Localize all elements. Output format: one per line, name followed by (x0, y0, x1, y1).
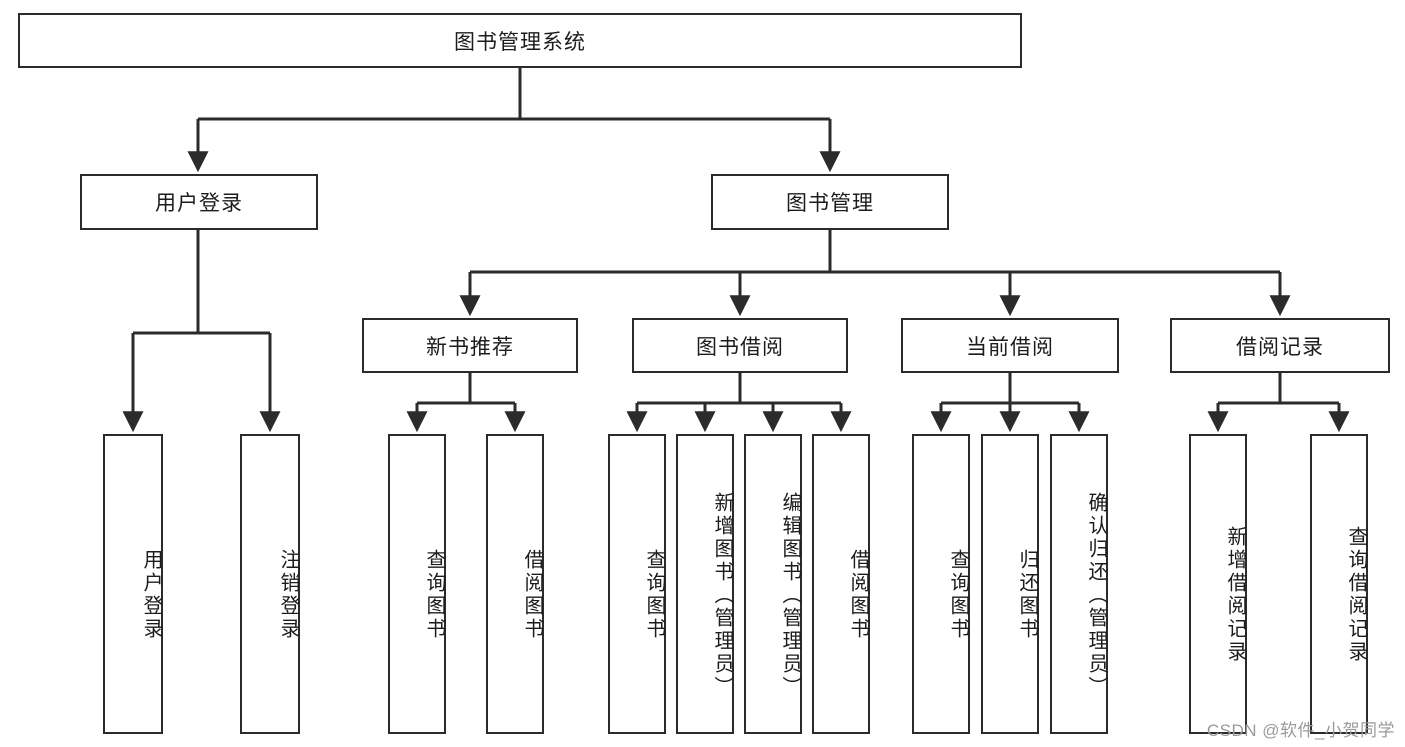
node-current-return-book-label: 归还图书 (1016, 549, 1038, 641)
watermark: CSDN @软件_小贺同学 (1206, 721, 1395, 740)
node-book-manage[interactable]: 图书管理 (711, 174, 949, 230)
node-root[interactable]: 图书管理系统 (18, 13, 1022, 68)
node-borrow-record-label: 借阅记录 (1236, 335, 1324, 359)
node-user-logout-label: 注销登录 (277, 549, 299, 641)
node-root-label: 图书管理系统 (454, 30, 586, 54)
node-book-borrow[interactable]: 图书借阅 (632, 318, 848, 373)
node-borrow-query-book-label: 查询图书 (643, 549, 665, 641)
node-borrow-add-book[interactable]: 新增图书（管理员） (676, 434, 734, 734)
node-borrow-borrow-book[interactable]: 借阅图书 (812, 434, 870, 734)
node-record-query-label: 查询借阅记录 (1345, 526, 1367, 664)
node-borrow-borrow-book-label: 借阅图书 (847, 549, 869, 641)
node-user-login[interactable]: 用户登录 (80, 174, 318, 230)
node-recommend-query-book-label: 查询图书 (423, 549, 445, 641)
node-current-confirm-return-label: 确认归还（管理员） (1085, 491, 1107, 699)
node-borrow-query-book[interactable]: 查询图书 (608, 434, 666, 734)
node-user-login-label: 用户登录 (155, 192, 243, 215)
node-borrow-add-book-label: 新增图书（管理员） (711, 491, 733, 699)
node-book-manage-label: 图书管理 (786, 192, 874, 215)
node-recommend-query-book[interactable]: 查询图书 (388, 434, 446, 734)
node-user-login-action-label: 用户登录 (140, 549, 162, 641)
node-current-confirm-return[interactable]: 确认归还（管理员） (1050, 434, 1108, 734)
node-record-add-label: 新增借阅记录 (1224, 526, 1246, 664)
node-current-query-book-label: 查询图书 (947, 549, 969, 641)
node-recommend-borrow-book-label: 借阅图书 (521, 549, 543, 641)
node-record-query[interactable]: 查询借阅记录 (1310, 434, 1368, 734)
node-new-book-recommend-label: 新书推荐 (426, 335, 514, 359)
node-user-logout[interactable]: 注销登录 (240, 434, 300, 734)
node-current-query-book[interactable]: 查询图书 (912, 434, 970, 734)
node-current-borrow-label: 当前借阅 (966, 335, 1054, 359)
node-current-borrow[interactable]: 当前借阅 (901, 318, 1119, 373)
node-record-add[interactable]: 新增借阅记录 (1189, 434, 1247, 734)
node-user-login-action[interactable]: 用户登录 (103, 434, 163, 734)
node-borrow-edit-book-label: 编辑图书（管理员） (779, 491, 801, 699)
node-borrow-record[interactable]: 借阅记录 (1170, 318, 1390, 373)
node-new-book-recommend[interactable]: 新书推荐 (362, 318, 578, 373)
node-current-return-book[interactable]: 归还图书 (981, 434, 1039, 734)
node-recommend-borrow-book[interactable]: 借阅图书 (486, 434, 544, 734)
node-book-borrow-label: 图书借阅 (696, 335, 784, 359)
node-borrow-edit-book[interactable]: 编辑图书（管理员） (744, 434, 802, 734)
